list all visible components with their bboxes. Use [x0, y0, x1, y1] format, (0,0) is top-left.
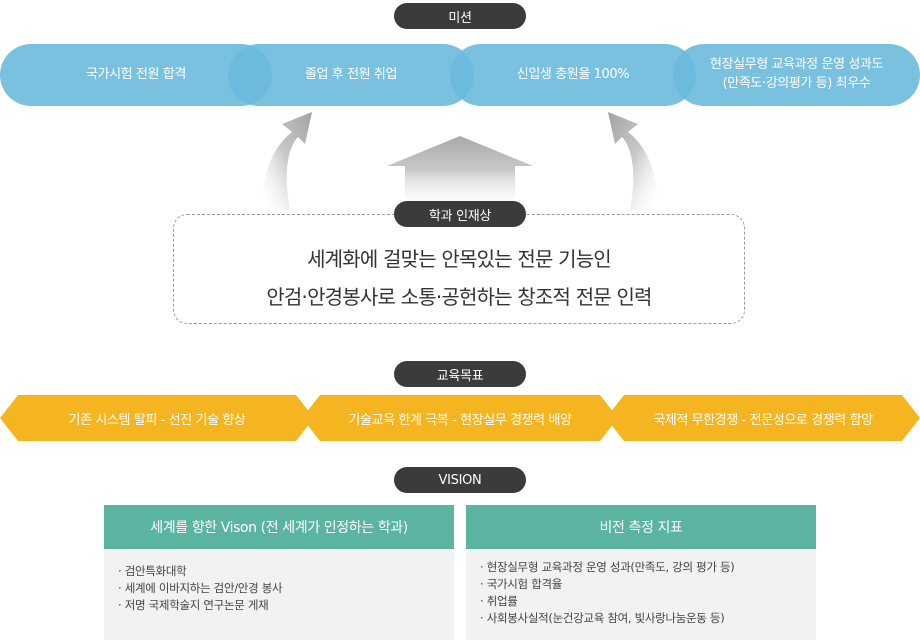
mission-row: 국가시험 전원 합격 졸업 후 전원 취업 신입생 충원율 100% 현장실무형…: [0, 44, 920, 106]
mission-item-4: 현장실무형 교육과정 운영 성과도 (만족도·강의평가 등) 최우수: [673, 44, 920, 106]
mission-item-3: 신입생 충원율 100%: [450, 44, 696, 106]
vision-left-panel: 세계를 향한 Vison (전 세계가 인정하는 학과) 검안특화대학 세계에 …: [104, 505, 454, 640]
goal-item-text: 기술교육 한계 극복 - 현장실무 경쟁력 배양: [348, 412, 572, 428]
goal-item-1: 기존 시스템 탈피 - 선진 기술 향상: [0, 395, 314, 441]
list-item: 취업률: [480, 593, 816, 610]
goal-item-text: 국제적 무한경쟁 - 전문성으로 경쟁력 함양: [653, 412, 873, 428]
goals-row: 기존 시스템 탈피 - 선진 기술 향상 기술교육 한계 극복 - 현장실무 경…: [0, 395, 920, 441]
list-item: 세계에 이바지하는 검안/안경 봉사: [118, 580, 454, 597]
vision-label: VISION: [394, 467, 526, 493]
right-arrow-icon: [608, 112, 658, 210]
mission-item-text: 신입생 충원율 100%: [516, 66, 630, 82]
center-arrow-icon: [387, 136, 533, 210]
list-item: 검안특화대학: [118, 563, 454, 580]
mission-item-text: (만족도·강의평가 등) 최우수: [722, 76, 871, 91]
list-item: 저명 국제학술지 연구논문 게재: [118, 597, 454, 614]
mission-item-1: 국가시험 전원 합격: [0, 44, 272, 106]
mission-item-text: 현장실무형 교육과정 운영 성과도: [709, 57, 884, 73]
mission-item-text: 졸업 후 전원 취업: [304, 66, 398, 82]
talent-line-2: 안검·안경봉사로 소통·공헌하는 창조적 전문 인력: [266, 285, 652, 309]
goal-item-text: 기존 시스템 탈피 - 선진 기술 향상: [68, 412, 246, 428]
goal-item-2: 기술교육 한계 극복 - 현장실무 경쟁력 배양: [302, 395, 618, 441]
list-item: 사회봉사실적(눈건강교육 참여, 빛사랑나눔운동 등): [480, 610, 816, 627]
goals-label: 교육목표: [394, 361, 526, 387]
mission-label: 미션: [394, 3, 526, 29]
vision-left-title: 세계를 향한 Vison (전 세계가 인정하는 학과): [104, 505, 454, 549]
goal-item-3: 국제적 무한경쟁 - 전문성으로 경쟁력 함양: [606, 395, 920, 441]
talent-line-1: 세계화에 걸맞는 안목있는 전문 기능인: [307, 247, 612, 271]
list-item: 현장실무형 교육과정 운영 성과(만족도, 강의 평가 등): [480, 559, 816, 576]
mission-item-text: 국가시험 전원 합격: [86, 66, 186, 82]
talent-box: 세계화에 걸맞는 안목있는 전문 기능인 안검·안경봉사로 소통·공헌하는 창조…: [173, 214, 745, 324]
talent-label: 학과 인재상: [394, 201, 526, 227]
vision-right-panel: 비전 측정 지표 현장실무형 교육과정 운영 성과(만족도, 강의 평가 등) …: [466, 505, 816, 640]
list-item: 국가시험 합격율: [480, 576, 816, 593]
vision-right-title: 비전 측정 지표: [466, 505, 816, 549]
arrows-graphic: [262, 112, 658, 210]
vision-right-list: 현장실무형 교육과정 운영 성과(만족도, 강의 평가 등) 국가시험 합격율 …: [466, 549, 816, 627]
vision-left-list: 검안특화대학 세계에 이바지하는 검안/안경 봉사 저명 국제학술지 연구논문 …: [104, 549, 454, 614]
mission-item-2: 졸업 후 전원 취업: [228, 44, 474, 106]
left-arrow-icon: [262, 112, 312, 210]
